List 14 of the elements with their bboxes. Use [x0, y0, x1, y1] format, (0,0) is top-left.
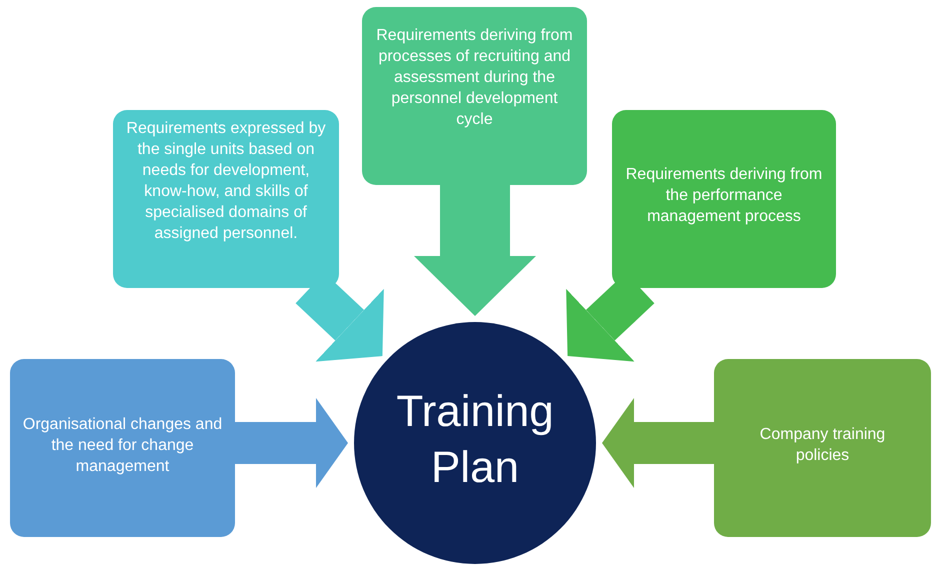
requirement-box [10, 359, 235, 537]
block-arrow [414, 185, 536, 316]
requirement-box [113, 110, 339, 288]
box-text: Company training policies [758, 425, 886, 466]
box-text: Requirements expressed by the single units based on needs for development, know-how, and skills of specialised domains of assigned personnel. [125, 119, 327, 244]
box-text: Requirements deriving from processes of recruiting and assessment during the personnel development cycle [375, 26, 574, 130]
block-arrow [602, 398, 714, 488]
box-text: Requirements deriving from the performance management process [624, 165, 824, 227]
requirement-box [714, 359, 931, 537]
block-arrow [235, 398, 348, 488]
title-text: Training Plan [395, 386, 555, 494]
box-text: Organisational changes and the need for change management [22, 414, 224, 476]
requirement-box [362, 7, 587, 185]
requirement-box [612, 110, 836, 288]
